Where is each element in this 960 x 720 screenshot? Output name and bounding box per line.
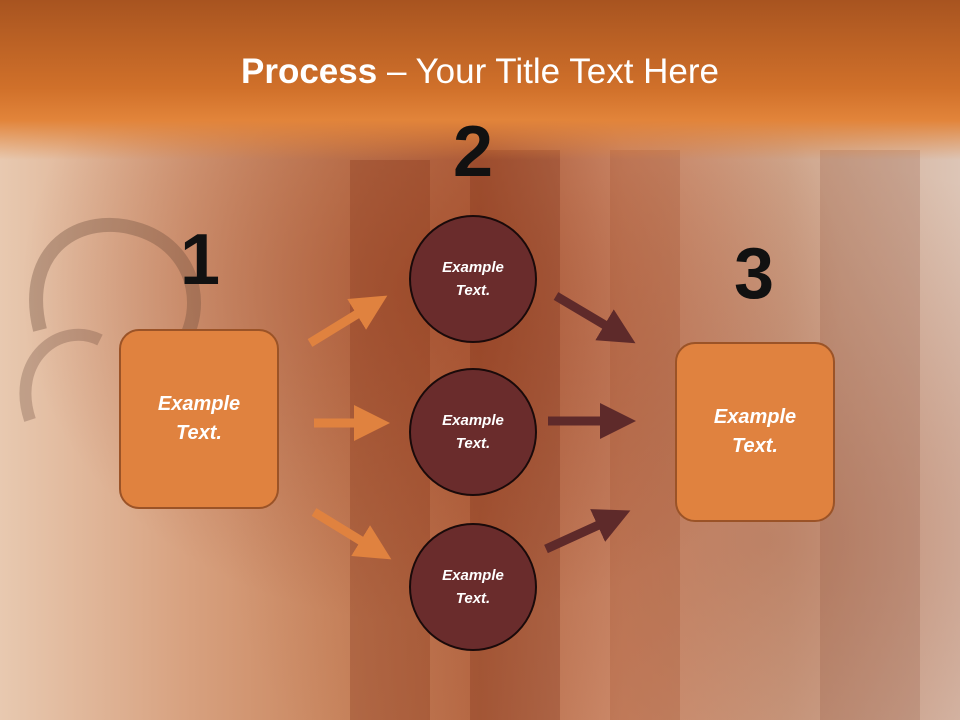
process-circle-middle: Example Text. bbox=[409, 368, 537, 496]
arrow-left-to-bottom bbox=[311, 508, 392, 560]
arrow-bottom-to-right bbox=[544, 509, 631, 554]
process-box-left: Example Text. bbox=[119, 329, 279, 509]
box-right-text: Example Text. bbox=[713, 406, 797, 457]
title-bar bbox=[0, 0, 960, 160]
circle-top-text: Example Text. bbox=[442, 259, 504, 299]
process-box-right: Example Text. bbox=[675, 342, 835, 522]
arrow-top-to-right bbox=[553, 292, 636, 344]
title-rest: – Your Title Text Here bbox=[377, 52, 719, 91]
box-left-text: Example Text. bbox=[157, 393, 241, 444]
title-bold: Process bbox=[241, 52, 378, 91]
slide-title: Process – Your Title Text Here bbox=[0, 52, 960, 92]
step-number-2: 2 bbox=[452, 112, 494, 192]
process-circle-bottom: Example Text. bbox=[409, 523, 537, 651]
circle-bottom-text: Example Text. bbox=[442, 567, 504, 607]
step-number-3: 3 bbox=[733, 234, 775, 314]
step-number-1: 1 bbox=[179, 220, 221, 300]
process-circle-top: Example Text. bbox=[409, 215, 537, 343]
arrow-left-to-top bbox=[307, 295, 388, 347]
circle-middle-text: Example Text. bbox=[442, 412, 504, 452]
